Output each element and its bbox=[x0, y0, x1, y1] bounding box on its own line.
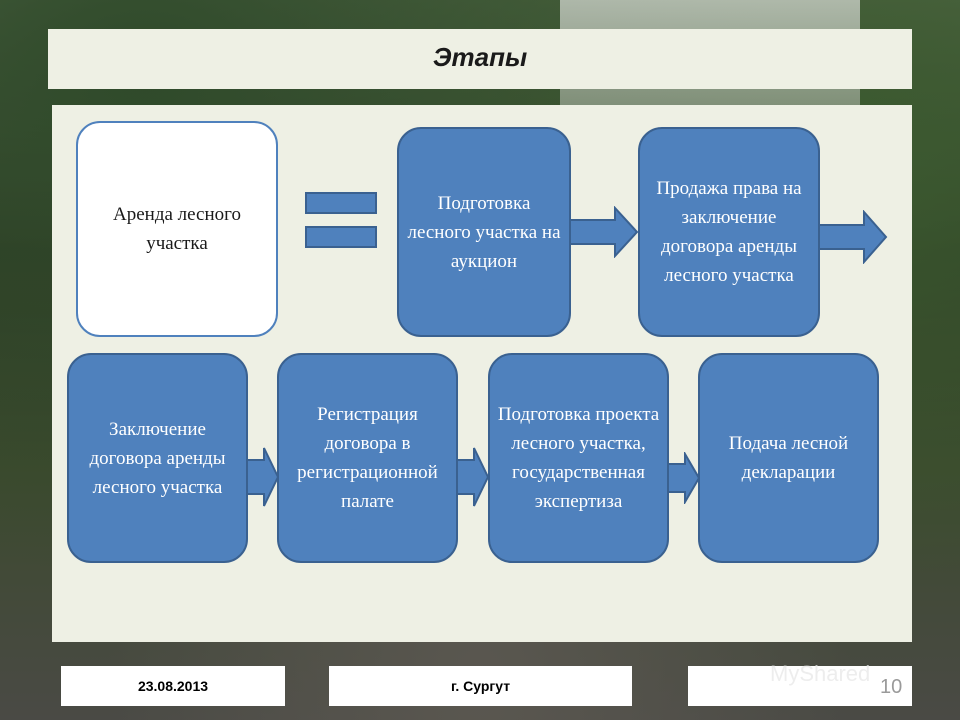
watermark-logo: MyShared bbox=[770, 661, 871, 686]
arrow-right-icon bbox=[246, 447, 280, 507]
arrow-right-icon bbox=[667, 452, 701, 504]
box-lease-forest-plot: Аренда лесного участка bbox=[76, 121, 278, 337]
box-prepare-plot-auction: Подготовка лесного участка на аукцион bbox=[397, 127, 571, 337]
equals-sign-bottom-bar bbox=[305, 226, 377, 248]
box-project-preparation-expertise: Подготовка проекта лесного участка, госу… bbox=[488, 353, 669, 563]
equals-sign-top-bar bbox=[305, 192, 377, 214]
arrow-right-icon bbox=[818, 210, 888, 264]
footer-blank bbox=[688, 666, 912, 706]
arrow-right-icon bbox=[569, 206, 639, 258]
arrow-right-icon bbox=[456, 447, 490, 507]
page-number: 10 bbox=[880, 676, 903, 698]
footer-city: г. Сургут bbox=[329, 666, 632, 706]
slide-title: Этапы bbox=[432, 42, 528, 72]
footer-date: 23.08.2013 bbox=[61, 666, 285, 706]
box-register-contract: Регистрация договора в регистрационной п… bbox=[277, 353, 458, 563]
box-conclude-lease-contract: Заключение договора аренды лесного участ… bbox=[67, 353, 248, 563]
title-bar: Этапы bbox=[48, 29, 912, 89]
box-submit-forest-declaration: Подача лесной декларации bbox=[698, 353, 879, 563]
box-sale-of-lease-rights: Продажа права на заключение договора аре… bbox=[638, 127, 820, 337]
